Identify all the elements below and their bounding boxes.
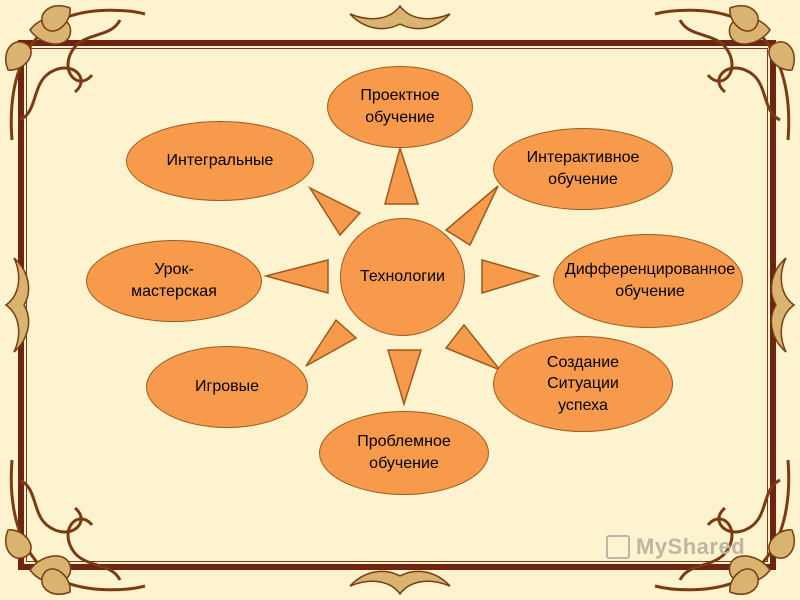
node-success-situation: Создание Ситуации успеха [493,336,673,432]
node-success-label: Создание Ситуации успеха [546,353,620,414]
corner-ornament-bottom-left [5,459,146,595]
top-edge-ornament [349,4,451,30]
node-interactive-label: Интерактивное обучение [526,149,640,188]
corner-ornament-bottom-right [654,459,795,595]
node-differentiated-label: Дифференцированное обучение [564,261,736,300]
presentation-icon [606,535,630,559]
node-game-label: Игровые [194,378,260,396]
right-edge-ornament [770,257,796,353]
watermark-text: MyShared [636,534,746,559]
ray-right [481,259,541,295]
corner-ornament-top-right [654,5,795,141]
ray-top [384,145,420,205]
watermark: MyShared [606,534,745,560]
node-differentiated-learning: Дифференцированное обучение [553,234,743,328]
ray-top-left [307,186,362,237]
ray-left [263,259,329,294]
node-interactive-learning: Интерактивное обучение [493,128,673,210]
left-edge-ornament [4,257,30,353]
bottom-edge-ornament [349,570,451,596]
node-integral-label: Интегральные [166,152,274,170]
center-label: Технологии [360,268,445,286]
node-workshop-label: Урок- мастерская [131,261,217,300]
frame-inner-border [26,48,768,562]
node-problem-learning: Проблемное обучение [319,411,489,495]
center-node: Технологии [340,218,465,336]
ray-bottom [386,349,423,407]
ray-bottom-right [444,323,503,372]
node-project-label: Проектное обучение [360,87,440,126]
node-problem-label: Проблемное обучение [357,433,451,472]
ray-top-right [444,185,499,247]
node-integral: Интегральные [126,121,314,201]
ray-bottom-left [305,318,358,367]
node-game: Игровые [146,346,308,428]
node-workshop-lesson: Урок- мастерская [86,240,262,322]
node-project-learning: Проектное обучение [327,66,473,148]
corner-ornament-top-left [5,5,146,141]
